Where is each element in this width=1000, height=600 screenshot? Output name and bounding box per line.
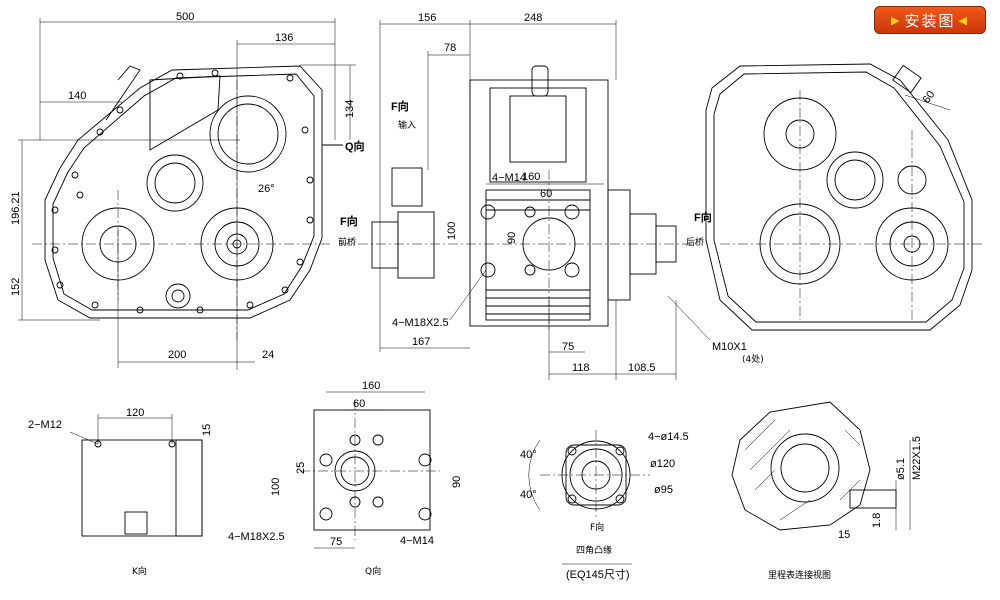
q-direction-label: Q向 [345,139,365,153]
right-arrow-icon: ▶ [891,13,902,27]
rear-housing-outline [705,63,973,331]
dim-90-side: 90 [506,232,518,244]
label-4-d14-5: 4−ø14.5 [648,431,689,443]
dim-24: 24 [262,349,274,361]
dim-25-q: 25 [295,462,307,474]
angle-40-top: 40° [520,449,537,461]
dim-134: 134 [344,100,356,118]
left-arrow-icon: ◀ [958,13,969,27]
label-2-m12: 2−M12 [28,419,62,431]
front-view: 500 136 140 134 196.21 152 200 24 26° Q向 [10,11,365,370]
dim-100-side: 100 [446,222,458,240]
label-m10x1: M10X1 [712,341,747,353]
badge-label: 安装图 [904,11,956,30]
angle-26: 26° [258,183,275,195]
housing-outline [44,65,323,319]
dim-100-q: 100 [270,478,282,496]
dim-d5-1: ø5.1 [895,458,907,480]
dim-15-k: 15 [201,424,213,436]
label-4-m18: 4−M18X2.5 [392,317,449,329]
dim-d120: ø120 [650,458,675,470]
dim-167: 167 [412,336,430,348]
dim-160-q: 160 [362,380,380,392]
dim-15-detail: 15 [838,529,850,541]
dim-152: 152 [10,278,22,296]
flange-caption: 四角凸缘 [576,544,612,556]
dim-136: 136 [275,32,293,44]
label-4-m14: 4−M14 [492,172,526,184]
dim-160-side: 160 [522,171,540,183]
detail-view: M22X1.5 ø5.1 1.8 15 里程表连接视图 [731,401,923,581]
dim-90-q: 90 [451,476,463,488]
label-4-m18-q: 4−M18X2.5 [228,531,285,543]
k-view: 120 15 2−M12 K向 [28,407,213,577]
dim-78: 78 [444,42,456,54]
rear-axle-label: 后桥 [686,236,704,248]
dim-60-side: 60 [540,188,552,200]
k-view-caption: K向 [132,565,147,577]
dim-d95: ø95 [654,484,673,496]
label-4-m14-q: 4−M14 [400,535,434,547]
dim-248: 248 [524,12,542,24]
f-direction-front: F向 [340,214,358,228]
front-axle-label: 前桥 [338,236,356,248]
detail-caption: 里程表连接视图 [768,569,831,581]
q-view-caption: Q向 [365,565,381,577]
dim-140: 140 [68,90,86,102]
dim-108-5: 108.5 [628,362,656,374]
label-m10-qty: (4处) [742,353,764,365]
install-drawing-badge[interactable]: ▶ 安装图 ◀ [874,6,986,34]
dim-1-8: 1.8 [871,513,883,528]
dim-75-q: 75 [330,536,342,548]
f-view: 40° 40° 4−ø14.5 ø120 ø95 F向 四角凸缘 (EQ145尺… [520,430,689,581]
transfer-case-body [469,79,609,327]
f-direction-rear: F向 [694,210,712,224]
dim-118: 118 [572,362,590,374]
side-view: 156 248 78 F向 输入 4−M14 160 [338,12,764,380]
dim-500: 500 [176,11,194,23]
dim-m22x1-5: M22X1.5 [911,436,923,480]
f-direction-input: F向 [391,99,409,113]
input-label: 输入 [398,119,416,131]
dim-156: 156 [418,12,436,24]
angle-40-bottom: 40° [520,489,537,501]
f-view-caption: F向 [590,521,604,533]
q-view: 160 60 25 100 90 75 4−M18X2.5 4−M14 Q向 [228,380,463,577]
rear-view: 60 [705,63,985,331]
dim-196-21: 196.21 [10,191,22,225]
dim-120-k: 120 [126,407,144,419]
dim-75-side: 75 [562,341,574,353]
dim-60-q: 60 [353,398,365,410]
eq-caption: (EQ145尺寸) [566,567,630,581]
dim-200: 200 [168,349,186,361]
